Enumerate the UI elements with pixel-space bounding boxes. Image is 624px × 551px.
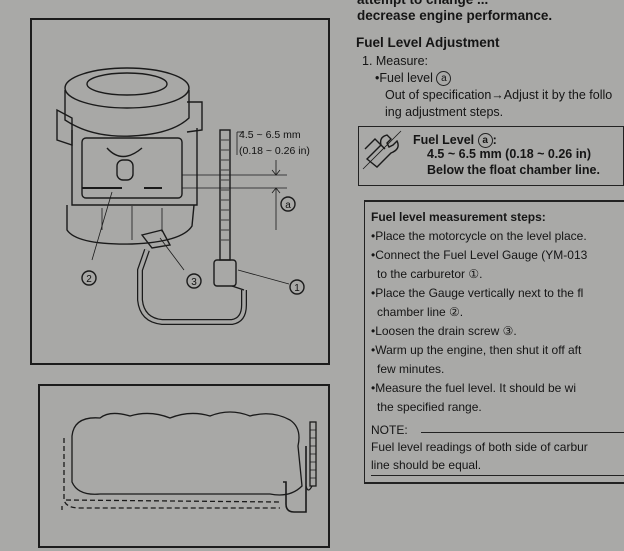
steps-title: Fuel level measurement steps: — [371, 210, 546, 224]
carburetor-figure: 4.5 ~ 6.5 mm (0.18 ~ 0.26 in) a 2 3 1 — [30, 18, 330, 365]
fuel-level-bullet-text: •Fuel level — [375, 71, 433, 85]
carburetor-set-figure — [38, 384, 330, 548]
callout-3-label: 3 — [191, 277, 197, 288]
dimension-in-label: (0.18 ~ 0.26 in) — [239, 145, 310, 157]
spec-note: Below the float chamber line. — [427, 163, 600, 177]
header-line-2: decrease engine performance. — [357, 8, 553, 23]
gauge-hose — [283, 446, 307, 513]
callout-1 — [289, 279, 305, 295]
carburetor-set-illustration — [61, 411, 317, 513]
carburetor-outline — [71, 411, 303, 496]
step-item: •Loosen the drain screw ③. — [371, 324, 517, 338]
steps-box: Fuel level measurement steps: •Place the… — [364, 200, 624, 484]
wrench-spec-icon — [362, 130, 402, 170]
note-line-1: Fuel level readings of both side of carb… — [371, 440, 588, 454]
step-item: •Connect the Fuel Level Gauge (YM-013 — [371, 248, 588, 262]
callout-2-label: 2 — [86, 274, 92, 285]
note-rule — [421, 432, 624, 433]
callout-a-label: a — [285, 200, 291, 211]
carb-body — [71, 128, 198, 206]
spec-value: 4.5 ~ 6.5 mm (0.18 ~ 0.26 in) — [427, 147, 591, 161]
note-line-2: line should be equal. — [371, 458, 482, 472]
step-item: •Measure the fuel level. It should be wi — [371, 381, 576, 395]
note-bottom-rule — [371, 475, 624, 476]
callout-2 — [81, 270, 97, 286]
step-item: •Place the motorcycle on the level place… — [371, 229, 587, 243]
spec-label: Fuel Level a: — [413, 133, 497, 148]
fuel-level-bullet: •Fuel level a — [375, 71, 452, 86]
previous-section-fragment: attempt to change ... decrease engine pe… — [357, 0, 624, 24]
fuel-level-bullet-ref: a — [436, 71, 452, 86]
section-title: Fuel Level Adjustment — [356, 35, 500, 50]
carb-top-cap — [64, 67, 190, 109]
header-line-1: attempt to change ... — [357, 0, 624, 8]
step-item: chamber line ②. — [377, 305, 464, 319]
step-measure: 1. Measure: — [362, 54, 429, 68]
step-item: to the carburetor ①. — [377, 267, 483, 281]
spec-label-text: Fuel Level — [413, 133, 475, 147]
drain-screw — [140, 229, 172, 249]
float-line-dashed — [61, 438, 280, 510]
step-item: •Place the Gauge vertically next to the … — [371, 286, 584, 300]
instruction-line-2: ing adjustment steps. — [385, 105, 504, 119]
float-chamber — [66, 204, 195, 245]
callout-3 — [186, 273, 202, 289]
spec-label-colon: : — [492, 133, 497, 147]
spec-box: Fuel Level a: 4.5 ~ 6.5 mm (0.18 ~ 0.26 … — [358, 126, 624, 186]
callout-1-label: 1 — [294, 283, 300, 294]
instruction-line-1: Out of specification→Adjust it by the fo… — [385, 88, 613, 102]
fuel-level-gauge — [219, 129, 231, 261]
step-item: few minutes. — [377, 362, 445, 376]
step-item: the specified range. — [377, 400, 482, 414]
note-label: NOTE: — [371, 423, 408, 437]
callout-a — [280, 196, 296, 212]
spec-label-ref: a — [477, 133, 493, 148]
carburetor-illustration: 4.5 ~ 6.5 mm (0.18 ~ 0.26 in) a 2 3 1 — [56, 67, 310, 325]
step-item: •Warm up the engine, then shut it off af… — [371, 343, 582, 357]
dimension-mm-label: 4.5 ~ 6.5 mm — [239, 129, 301, 141]
